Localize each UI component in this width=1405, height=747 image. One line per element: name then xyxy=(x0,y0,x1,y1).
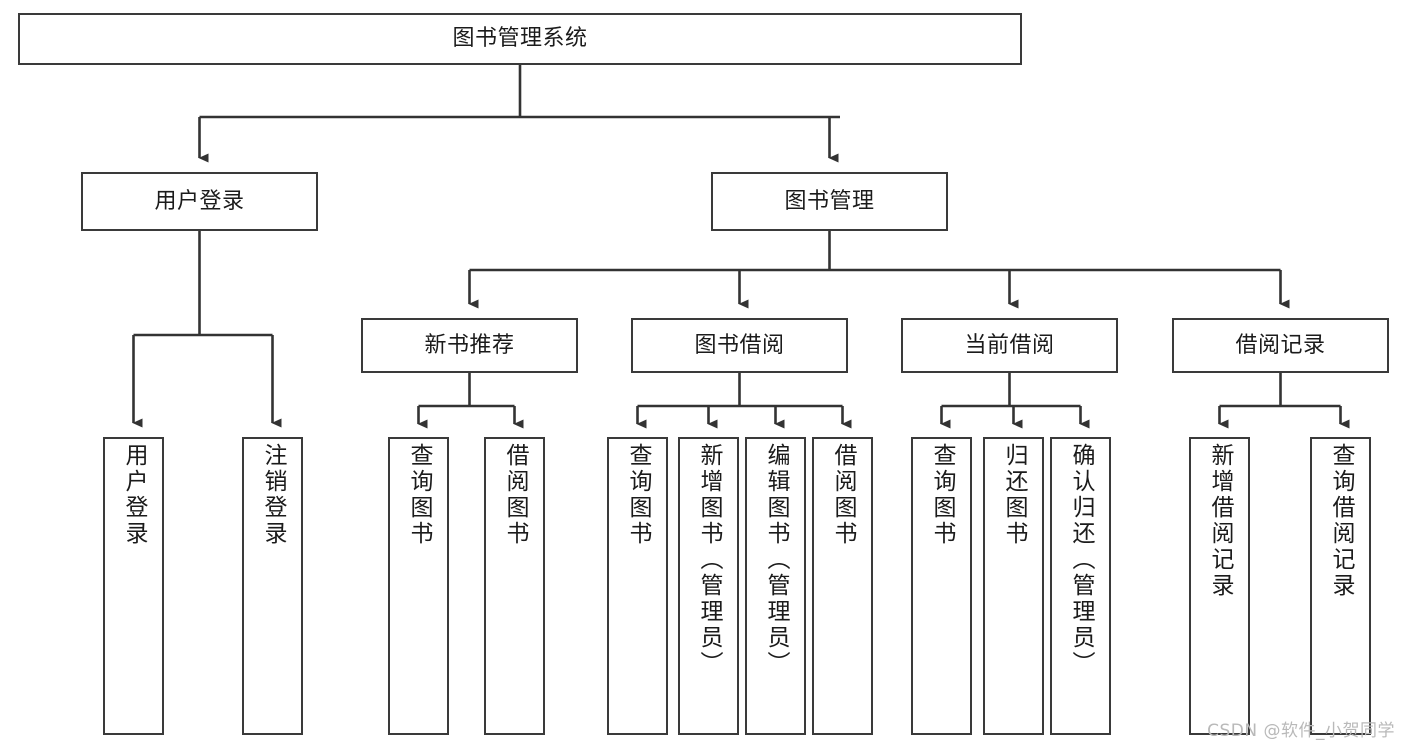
node-level2-1[interactable]: 图书管理 xyxy=(711,172,948,231)
node-level2-0[interactable]: 用户登录 xyxy=(81,172,318,231)
node-leaf-10-label: 确认归还（管理员） xyxy=(1068,443,1094,677)
node-leaf-6[interactable]: 编辑图书（管理员） xyxy=(745,437,806,735)
watermark-text: CSDN @软件_小贺同学 xyxy=(1207,721,1395,741)
node-level2-0-label: 用户登录 xyxy=(154,188,245,214)
node-level3-1[interactable]: 图书借阅 xyxy=(631,318,848,373)
node-level3-3[interactable]: 借阅记录 xyxy=(1172,318,1389,373)
node-leaf-1-label: 注销登录 xyxy=(260,443,286,547)
node-leaf-12[interactable]: 查询借阅记录 xyxy=(1310,437,1371,735)
node-level3-2-label: 当前借阅 xyxy=(964,332,1055,358)
node-leaf-1[interactable]: 注销登录 xyxy=(242,437,303,735)
node-leaf-11-label: 新增借阅记录 xyxy=(1207,443,1233,599)
node-leaf-0-label: 用户登录 xyxy=(121,443,147,547)
node-leaf-10[interactable]: 确认归还（管理员） xyxy=(1050,437,1111,735)
node-level3-0-label: 新书推荐 xyxy=(424,332,515,358)
node-leaf-2[interactable]: 查询图书 xyxy=(388,437,449,735)
node-leaf-8[interactable]: 查询图书 xyxy=(911,437,972,735)
node-leaf-11[interactable]: 新增借阅记录 xyxy=(1189,437,1250,735)
node-leaf-4-label: 查询图书 xyxy=(625,443,651,547)
node-leaf-3-label: 借阅图书 xyxy=(502,443,528,547)
node-leaf-5[interactable]: 新增图书（管理员） xyxy=(678,437,739,735)
node-leaf-6-label: 编辑图书（管理员） xyxy=(763,443,789,677)
node-level2-1-label: 图书管理 xyxy=(784,188,875,214)
node-level3-2[interactable]: 当前借阅 xyxy=(901,318,1118,373)
node-leaf-4[interactable]: 查询图书 xyxy=(607,437,668,735)
node-level3-1-label: 图书借阅 xyxy=(694,332,785,358)
node-leaf-0[interactable]: 用户登录 xyxy=(103,437,164,735)
node-leaf-8-label: 查询图书 xyxy=(929,443,955,547)
node-level3-0[interactable]: 新书推荐 xyxy=(361,318,578,373)
node-leaf-5-label: 新增图书（管理员） xyxy=(696,443,722,677)
node-leaf-7-label: 借阅图书 xyxy=(830,443,856,547)
node-leaf-7[interactable]: 借阅图书 xyxy=(812,437,873,735)
node-leaf-12-label: 查询借阅记录 xyxy=(1328,443,1354,599)
node-leaf-9[interactable]: 归还图书 xyxy=(983,437,1044,735)
node-leaf-2-label: 查询图书 xyxy=(406,443,432,547)
node-leaf-3[interactable]: 借阅图书 xyxy=(484,437,545,735)
node-root-label: 图书管理系统 xyxy=(452,26,588,52)
node-leaf-9-label: 归还图书 xyxy=(1001,443,1027,547)
node-level3-3-label: 借阅记录 xyxy=(1235,332,1326,358)
node-root-system[interactable]: 图书管理系统 xyxy=(18,13,1022,65)
